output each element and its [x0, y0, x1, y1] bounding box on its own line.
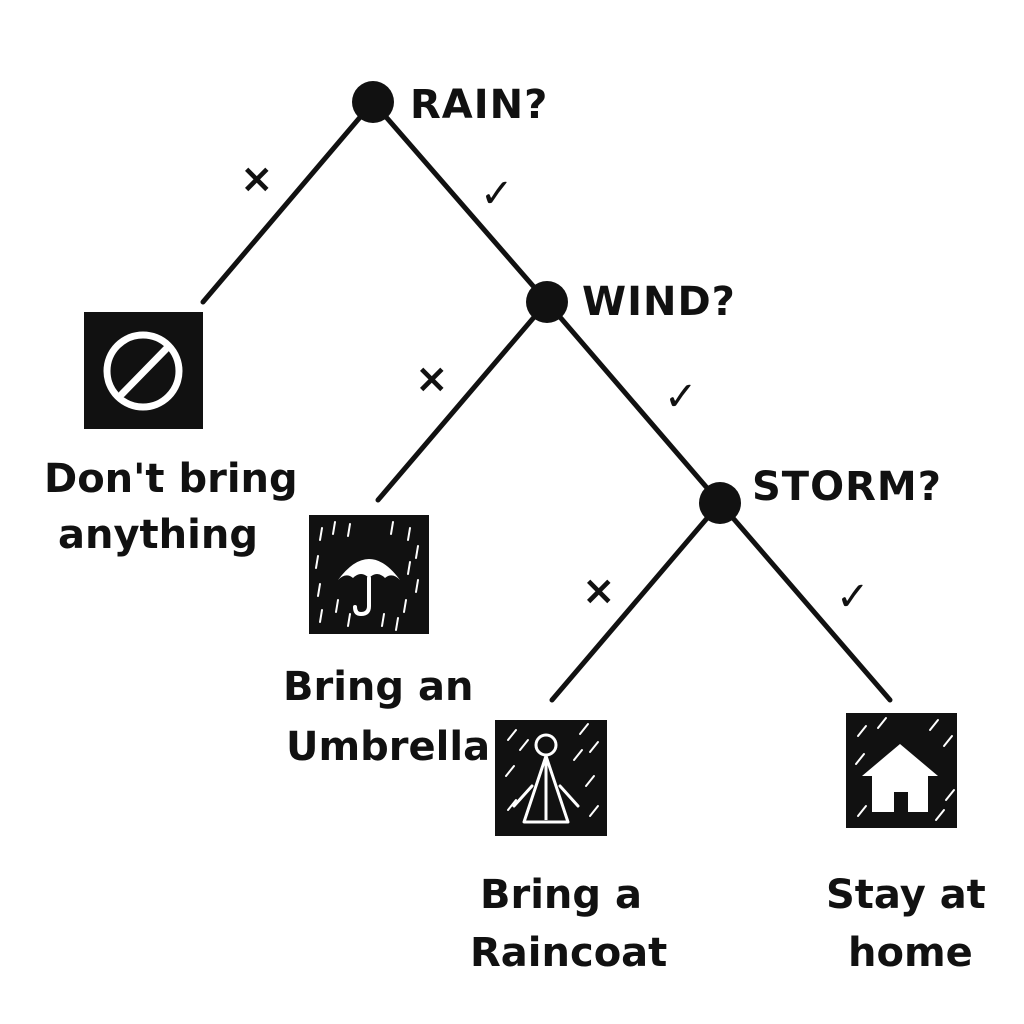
branch-storm-yes	[717, 500, 893, 703]
no-mark-wind: ×	[415, 356, 449, 402]
outcome-label-line1: Bring a	[480, 872, 642, 918]
branch-wind-yes	[544, 299, 723, 506]
yes-mark-wind: ✓	[664, 374, 698, 420]
outcome-label-line2: Umbrella	[286, 724, 490, 770]
no-mark-storm: ×	[582, 568, 616, 614]
outcome-label-line2: Raincoat	[470, 930, 667, 976]
umbrella-icon	[309, 515, 429, 634]
outcome-label-line2: home	[848, 930, 973, 976]
question-storm: STORM?	[752, 464, 942, 510]
yes-mark-storm: ✓	[836, 574, 870, 620]
house-icon	[846, 713, 957, 828]
yes-mark-rain: ✓	[480, 171, 514, 217]
outcome-stay-home: Stay at home	[826, 713, 986, 976]
branch-rain-no	[200, 99, 376, 305]
raincoat-icon	[495, 720, 607, 836]
decision-nodes	[352, 81, 741, 524]
no-entry-icon	[84, 312, 203, 429]
node-storm	[699, 482, 741, 524]
branch-rain-yes	[370, 99, 550, 305]
outcome-label-line1: Stay at	[826, 872, 986, 918]
node-wind	[526, 281, 568, 323]
outcome-label-line1: Bring an	[283, 664, 473, 710]
node-rain	[352, 81, 394, 123]
outcome-dont-bring: Don't bring anything	[44, 312, 298, 558]
outcome-umbrella: Bring an Umbrella	[283, 515, 490, 770]
outcome-raincoat: Bring a Raincoat	[470, 720, 667, 976]
branches	[200, 99, 893, 703]
outcome-label-line1: Don't bring	[44, 456, 298, 502]
branch-wind-no	[375, 299, 550, 503]
question-wind: WIND?	[582, 279, 736, 325]
no-mark-rain: ×	[240, 156, 274, 202]
outcome-label-line2: anything	[58, 512, 258, 558]
question-rain: RAIN?	[410, 82, 548, 128]
branch-storm-no	[549, 500, 723, 703]
